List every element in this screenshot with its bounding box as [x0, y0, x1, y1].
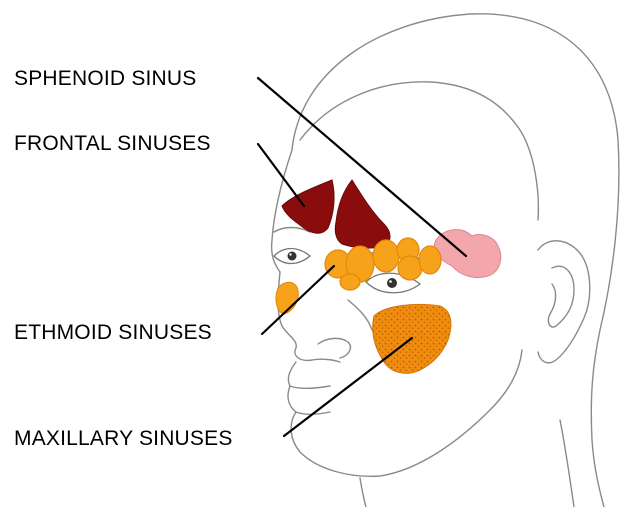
eye-left	[274, 249, 310, 264]
frontal-sinus-right-shape	[335, 180, 390, 248]
lower-lip	[288, 386, 330, 414]
ethmoid-cell	[340, 274, 360, 290]
cheek-line	[348, 300, 372, 330]
ethmoid-cell	[419, 246, 441, 274]
label-frontal-sinuses: FRONTAL SINUSES	[14, 133, 211, 154]
hairline	[300, 82, 538, 220]
ethmoid-cell	[398, 256, 422, 280]
upper-lip	[288, 362, 330, 388]
label-maxillary-sinuses: MAXILLARY SINUSES	[14, 428, 233, 449]
ear-inner	[548, 266, 574, 327]
nostril	[318, 338, 350, 358]
leader-line-ethmoid	[262, 266, 334, 334]
label-sphenoid-sinus: SPHENOID SINUS	[14, 68, 197, 89]
neck-back	[560, 420, 574, 507]
ear-outer	[538, 241, 590, 363]
ethmoid-cell	[373, 240, 399, 272]
neck-front	[360, 478, 366, 507]
label-ethmoid-sinuses: ETHMOID SINUSES	[14, 322, 212, 343]
leader-line-frontal	[258, 144, 304, 206]
